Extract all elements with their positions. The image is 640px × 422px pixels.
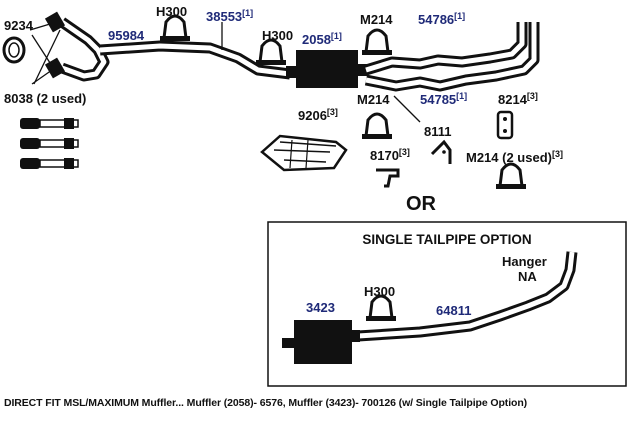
label-m214-top: M214 <box>360 12 393 27</box>
label-hanger: Hanger <box>502 254 547 269</box>
tailpipe-54785 <box>364 22 540 92</box>
label-9234: 9234 <box>4 18 34 33</box>
heat-shield-9206 <box>260 134 348 172</box>
label-9206: 9206[3] <box>298 107 338 123</box>
label-m214-2used: M214 (2 used)[3] <box>466 149 563 165</box>
gasket-ring <box>2 36 26 64</box>
label-h300-mid: H300 <box>262 28 293 43</box>
clamp-icon <box>496 162 526 189</box>
label-h300-front: H300 <box>156 4 187 19</box>
label-h300-option: H300 <box>364 284 395 299</box>
hanger-8214 <box>496 110 514 140</box>
bolt-set-8038 <box>20 118 79 169</box>
parts-caption: DIRECT FIT MSL/MAXIMUM Muffler... Muffle… <box>4 397 528 409</box>
label-8170: 8170[3] <box>370 147 410 163</box>
option-box-title: SINGLE TAILPIPE OPTION <box>362 232 531 247</box>
label-64811: 64811 <box>436 303 471 318</box>
label-2058: 2058[1] <box>302 31 342 47</box>
label-54785: 54785[1] <box>420 91 467 107</box>
label-95984: 95984 <box>108 28 145 43</box>
clamp-icon <box>362 28 392 55</box>
tailpipe-54786 <box>364 22 528 76</box>
bracket-8111 <box>430 139 452 164</box>
flange-9234 <box>44 11 66 79</box>
label-54786: 54786[1] <box>418 11 465 27</box>
label-hanger-na: NA <box>518 269 537 284</box>
clamp-icon <box>160 14 190 41</box>
label-3423: 3423 <box>306 300 335 315</box>
clamp-icon <box>256 38 286 65</box>
clamp-icon <box>362 112 392 139</box>
clamp-icon <box>366 294 396 321</box>
or-separator: OR <box>406 193 437 215</box>
bracket-8170 <box>376 168 400 188</box>
label-8038: 8038 (2 used) <box>4 91 86 106</box>
single-tailpipe-option-box: SINGLE TAILPIPE OPTION Hanger NA 3423 H3… <box>267 221 627 387</box>
label-8111: 8111 <box>424 124 452 139</box>
label-8214: 8214[3] <box>498 91 538 107</box>
front-y-pipe <box>58 17 291 82</box>
muffler-2058 <box>286 50 368 88</box>
label-m214-mid: M214 <box>357 92 390 107</box>
muffler-3423 <box>282 320 360 364</box>
tailpipe-64811 <box>357 251 578 342</box>
label-38553: 38553[1] <box>206 8 253 24</box>
